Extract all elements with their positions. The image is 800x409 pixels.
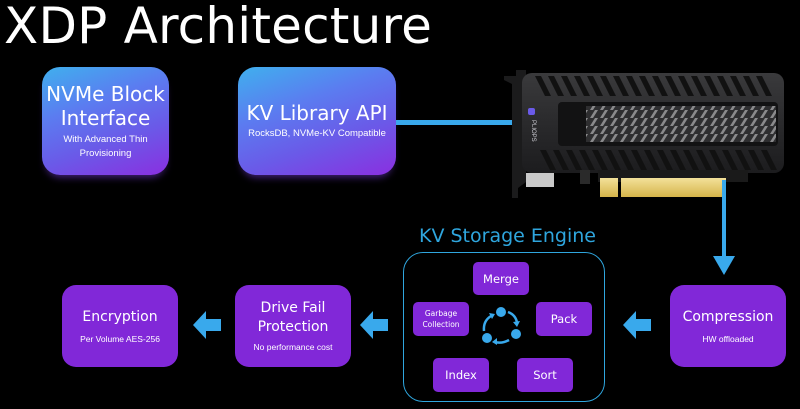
card-bracket bbox=[504, 70, 526, 198]
compression-subtitle: HW offloaded bbox=[702, 333, 754, 344]
kv-library-api-box: KV Library API RocksDB, NVMe-KV Compatib… bbox=[238, 67, 396, 175]
engine-item-merge: Merge bbox=[473, 262, 529, 295]
engine-item-garbage-collection: Garbage Collection bbox=[413, 302, 469, 336]
engine-item-sort: Sort bbox=[517, 358, 573, 392]
arrow-left-icon bbox=[193, 311, 221, 339]
nvme-block-title-line1: NVMe Block bbox=[46, 81, 165, 106]
card-gold-fingers-long bbox=[621, 178, 726, 197]
card-to-compression-connector bbox=[722, 180, 726, 260]
engine-item-pack: Pack bbox=[536, 302, 592, 336]
card-bottom-fins bbox=[540, 150, 777, 170]
nvme-block-subtitle-line1: With Advanced Thin bbox=[63, 133, 148, 145]
drive-fail-title-line2: Protection bbox=[257, 319, 329, 335]
compression-title: Compression bbox=[682, 308, 774, 325]
card-top-fins bbox=[535, 76, 772, 96]
card-brand-text: PLIOPS bbox=[530, 120, 536, 142]
garbage-collection-line2: Collection bbox=[422, 320, 460, 329]
arrow-down-icon bbox=[713, 256, 735, 275]
kv-library-subtitle: RocksDB, NVMe-KV Compatible bbox=[248, 128, 386, 139]
cycle-icon bbox=[482, 307, 521, 345]
nvme-block-interface-box: NVMe Block Interface With Advanced Thin … bbox=[42, 67, 169, 175]
nvme-block-title-line2: Interface bbox=[60, 105, 151, 130]
nvme-block-subtitle-line2: Provisioning bbox=[79, 147, 132, 159]
garbage-collection-line1: Garbage bbox=[424, 309, 458, 318]
drive-fail-subtitle: No performance cost bbox=[253, 342, 333, 352]
kv-library-title: KV Library API bbox=[246, 101, 388, 125]
encryption-subtitle: Per Volume AES-256 bbox=[80, 333, 160, 344]
pliops-logo-icon bbox=[528, 108, 535, 115]
kv-storage-engine-frame bbox=[403, 252, 605, 402]
compression-box: Compression HW offloaded bbox=[670, 285, 786, 367]
arrow-left-icon bbox=[623, 311, 651, 339]
encryption-title: Encryption bbox=[82, 308, 158, 325]
card-gold-fingers-short bbox=[600, 178, 618, 197]
page-title: XDP Architecture bbox=[4, 0, 433, 55]
engine-item-index: Index bbox=[433, 358, 489, 392]
drive-fail-title-line1: Drive Fail bbox=[260, 300, 326, 316]
arrow-left-icon bbox=[360, 311, 388, 339]
card-weave-panel bbox=[586, 106, 776, 142]
drive-fail-protection-box: Drive Fail Protection No performance cos… bbox=[235, 285, 351, 367]
api-to-card-connector bbox=[396, 120, 520, 125]
pcie-card-image: PLIOPS bbox=[504, 70, 784, 198]
engine-title: KV Storage Engine bbox=[419, 225, 596, 247]
encryption-box: Encryption Per Volume AES-256 bbox=[62, 285, 178, 367]
